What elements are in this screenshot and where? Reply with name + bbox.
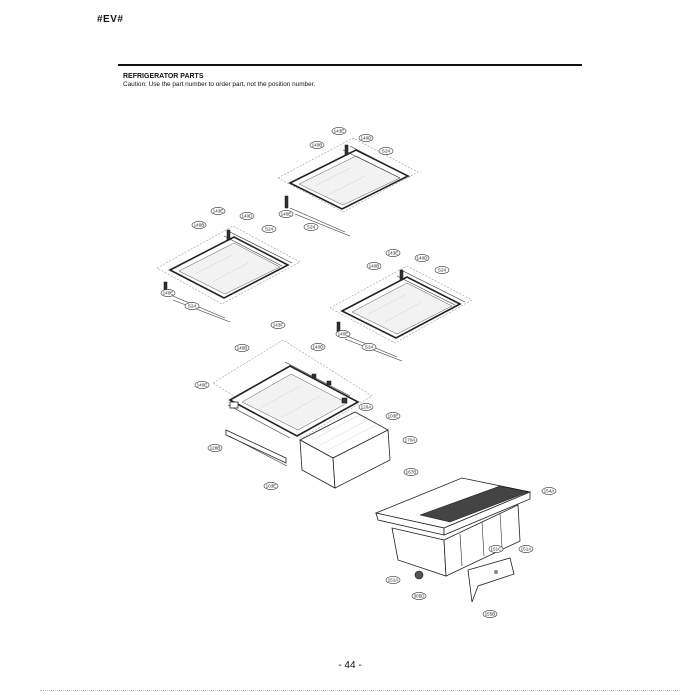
shelf-assembly-left [156,225,301,323]
callouts-shelf-left: 143E 140B 140D S24 140E S24 [160,207,277,310]
section-header: REFRIGERATOR PARTS Caution: Use the part… [123,73,583,89]
callout: S24 [382,149,391,154]
callout: S24 [265,227,274,232]
callout: 140D [361,136,373,141]
callout: 140E [338,332,349,337]
callout: 167B [406,470,417,475]
page-number: - 44 - [338,660,362,671]
callout: 140E [197,383,208,388]
callout: 140E [163,291,174,296]
section-title: REFRIGERATOR PARTS [123,73,204,80]
shelf-assembly-right [329,265,473,362]
callout: 155B [485,612,496,617]
callout: 140D [242,214,254,219]
callout: 140D [417,256,429,261]
callout: 103E [388,414,399,419]
callout: S24 [365,345,374,350]
callout: 143E [334,129,345,134]
callouts-shelf-top: 143E 140B 140D S24 140E S24 [278,127,394,231]
callout: 143E [213,209,224,214]
callout: 143F [273,323,284,328]
callout: 154A [544,489,556,494]
callout: 103E [266,484,277,489]
model-tag: #EV# [97,14,124,25]
callout: S24 [188,304,197,309]
callout: 140D [313,345,325,350]
callouts-crisper: 167B 154A 151C 151A 151A 305D 155B [385,468,557,618]
callout: 143E [388,251,399,256]
callout: 305D [414,594,426,599]
callout: 128B [210,446,221,451]
callout: 151A [521,547,533,552]
callout: S24 [307,225,316,230]
callout: 140B [369,264,380,269]
callout: 120A [361,405,373,410]
page-edge [40,690,680,691]
crisper-assembly [374,477,532,603]
callout: 140B [194,223,205,228]
caution-note: Caution: Use the part number to order pa… [123,81,316,88]
callout: S24 [438,268,447,273]
callouts-drawer: 143F 140B 140D 140E 120A 103E 128B 170A … [194,321,418,490]
drawer-shelf-assembly [212,339,391,489]
callout: 170A [405,438,417,443]
callout: 140E [281,212,292,217]
callout: 151C [491,547,503,552]
callout: 151A [388,578,400,583]
shelf-assembly-top [277,137,419,237]
callout: 140B [312,143,323,148]
header-rule [118,64,582,66]
callout: 140B [237,346,248,351]
callouts-shelf-right: 143E 140B 140D S24 140E S24 [335,249,450,351]
